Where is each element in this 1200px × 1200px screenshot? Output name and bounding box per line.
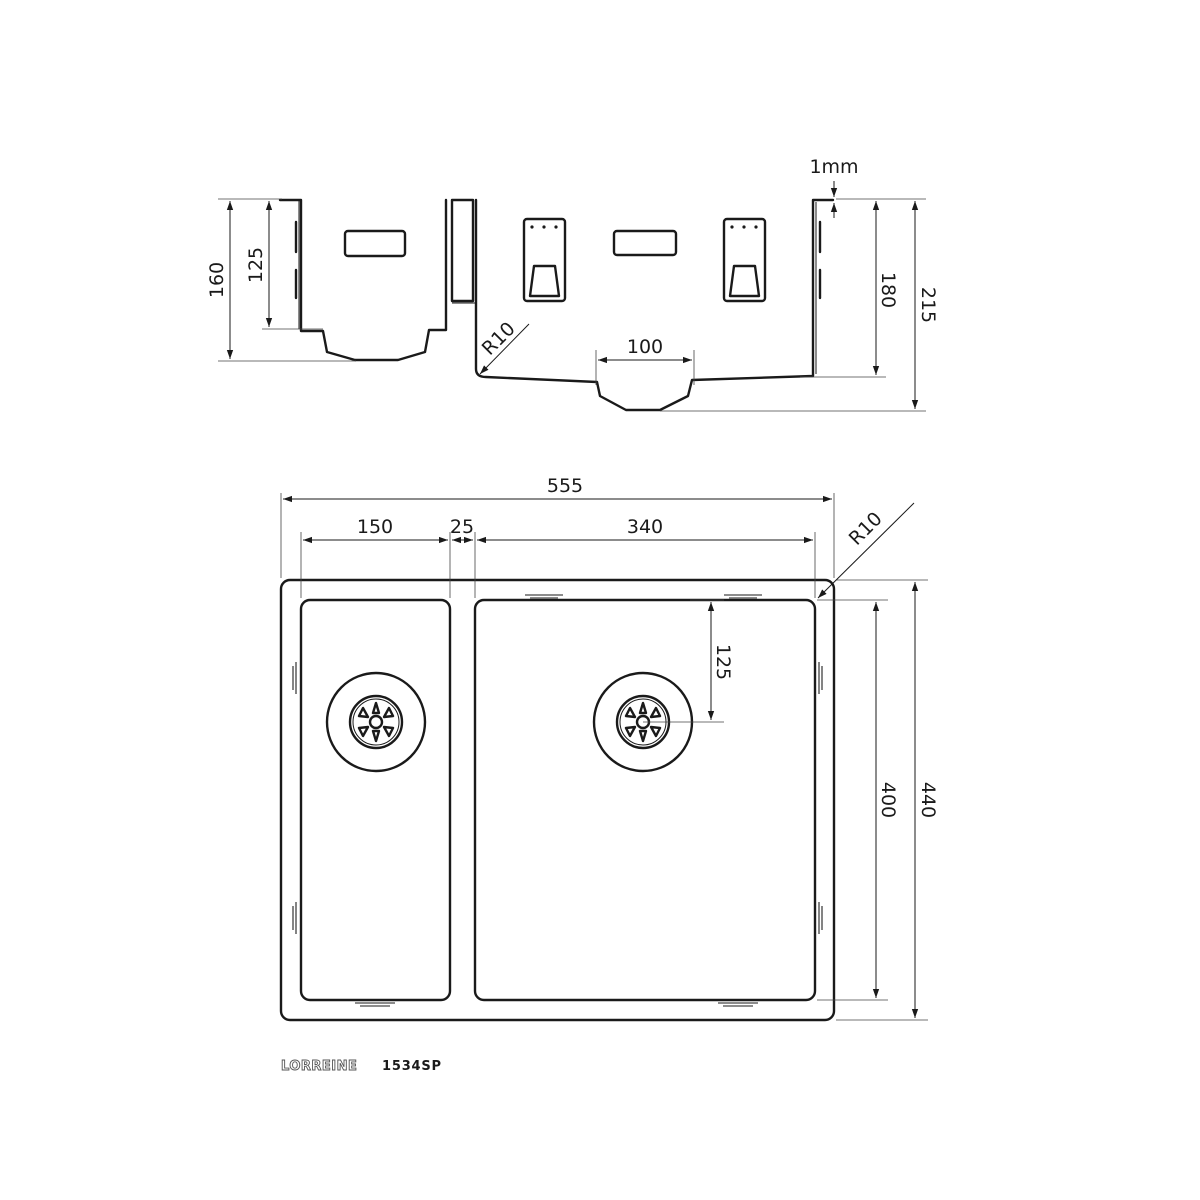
dim-label-top-555: 555 xyxy=(547,475,583,497)
dim-label-top-400: 400 xyxy=(877,782,899,818)
large-bowl-profile xyxy=(474,198,835,412)
radius-leader-top xyxy=(817,502,915,599)
radius-leader-side xyxy=(479,323,530,375)
divider-profile xyxy=(450,198,475,303)
dim-label-top-r10: R10 xyxy=(845,508,887,550)
dim-label-side-125: 125 xyxy=(245,247,267,283)
dim-label-side-r10: R10 xyxy=(478,318,520,360)
top-extension-lines xyxy=(280,493,928,1021)
mounting-bracket-right xyxy=(722,217,767,303)
top-view: 555 150 25 340 R10 125 400 440 xyxy=(279,475,939,1022)
dim-label-top-25: 25 xyxy=(450,516,474,538)
dim-label-top-125: 125 xyxy=(712,644,734,680)
small-bowl-drain-icon xyxy=(325,671,427,773)
side-view: 160 125 180 215 100 1mm R10 xyxy=(206,156,939,412)
sink-outer-rim xyxy=(279,578,836,1022)
dim-label-side-180: 180 xyxy=(877,272,899,308)
small-bowl-profile xyxy=(278,198,448,362)
large-bowl-overflow xyxy=(612,229,678,257)
small-bowl-top xyxy=(299,598,452,1002)
brand-logo-text: LORREINE xyxy=(281,1059,357,1074)
side-extension-lines xyxy=(218,198,926,412)
top-view-clips xyxy=(292,594,823,1007)
model-number: 1534SP xyxy=(382,1059,442,1074)
mounting-bracket-left xyxy=(522,217,567,303)
dim-label-side-160: 160 xyxy=(206,262,228,298)
dim-label-top-340: 340 xyxy=(627,516,663,538)
dim-label-side-100: 100 xyxy=(627,336,663,358)
small-bowl-overflow xyxy=(343,229,407,258)
dim-label-top-150: 150 xyxy=(357,516,393,538)
dim-label-thickness: 1mm xyxy=(809,156,858,178)
dim-label-side-215: 215 xyxy=(917,287,939,323)
dim-label-top-440: 440 xyxy=(917,782,939,818)
large-bowl-top xyxy=(473,598,817,1002)
